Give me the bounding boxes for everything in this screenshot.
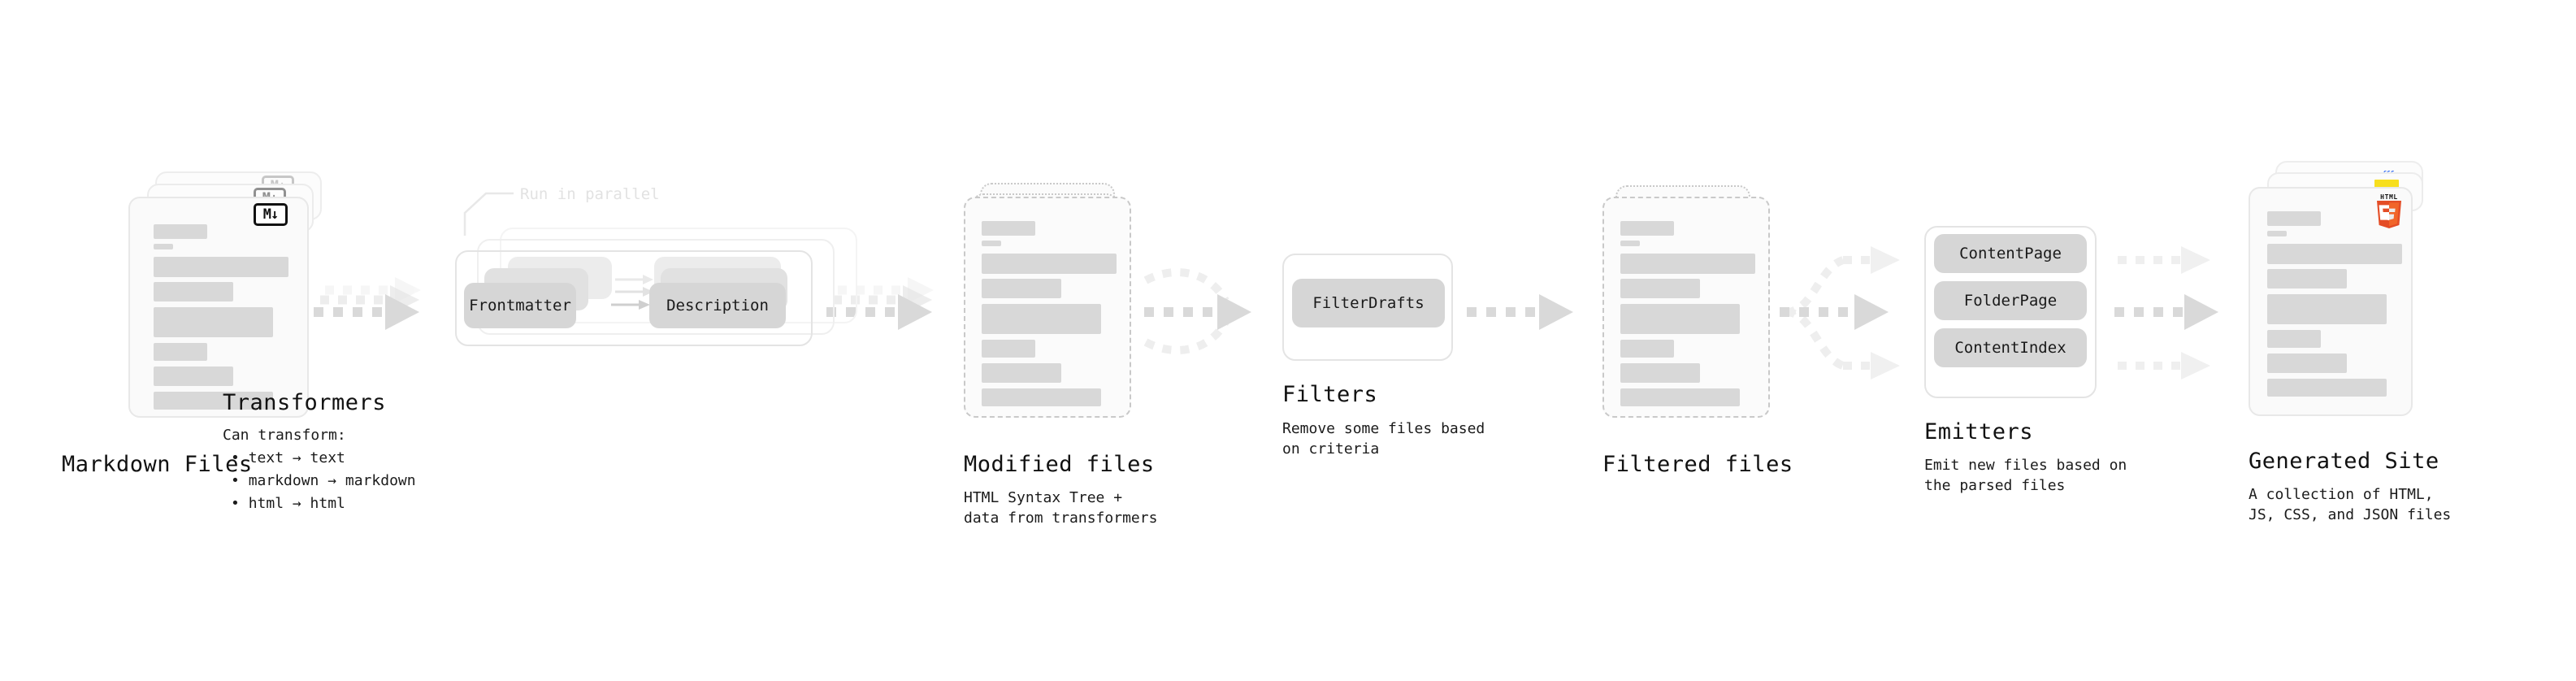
placeholder-bar (982, 221, 1035, 236)
modified-files-subtitle-line1: HTML Syntax Tree + (964, 489, 1123, 506)
transformers-bullet-list: • text → text • markdown → markdown • ht… (231, 447, 416, 515)
placeholder-bar (2267, 354, 2347, 373)
run-in-parallel-label: Run in parallel (520, 185, 660, 203)
modified-files-subtitle-line2: data from transformers (964, 510, 1158, 527)
placeholder-bar (982, 304, 1101, 334)
run-in-parallel-leader (463, 192, 514, 236)
markdown-badge: M↓ (254, 203, 288, 226)
placeholder-bar (2267, 294, 2387, 324)
stage-title-transformers-main: Transformers (223, 390, 387, 415)
filter-chip-filterdrafts[interactable]: FilterDrafts (1292, 279, 1445, 327)
stage-title-generated-site: Generated Site (2249, 449, 2439, 474)
placeholder-bar (1620, 388, 1740, 406)
arrow-filtered-to-emitters (1780, 246, 1900, 380)
placeholder-bar (154, 244, 173, 249)
placeholder-bar (154, 367, 233, 386)
arrow-markdown-to-transformers (314, 277, 421, 330)
list-item: • html → html (231, 495, 345, 512)
stage-title-markdown-files: Markdown Files (62, 452, 253, 477)
placeholder-bar (1620, 221, 1674, 236)
stage-title-filtered-files: Filtered files (1602, 452, 1793, 477)
emitters-subtitle-line2: the parsed files (1924, 477, 2066, 494)
placeholder-bar (154, 224, 207, 239)
placeholder-bar (154, 307, 273, 337)
generated-site-subtitle-line1: A collection of HTML, (2249, 486, 2434, 503)
placeholder-bar (1620, 363, 1700, 383)
placeholder-bar (982, 279, 1061, 298)
placeholder-bar (982, 363, 1061, 383)
transformer-chip-description[interactable]: Description (649, 283, 786, 328)
arrow-filters-to-filtered (1467, 294, 1573, 330)
transformers-subtitle-lead: Can transform: (223, 427, 346, 444)
placeholder-bar (1620, 241, 1640, 246)
emitters-subtitle-line1: Emit new files based on (1924, 457, 2127, 474)
filters-subtitle-line1: Remove some files based (1282, 420, 1485, 437)
placeholder-bar (2267, 379, 2387, 397)
placeholder-bar (1620, 304, 1740, 334)
placeholder-bar (2267, 244, 2402, 264)
placeholder-bar (2267, 231, 2287, 236)
placeholder-bar (154, 343, 207, 361)
emitter-chip-contentindex[interactable]: ContentIndex (1934, 328, 2087, 367)
placeholder-bar (2267, 330, 2321, 348)
arrow-transformers-to-modified (826, 277, 934, 330)
generated-site-subtitle-line2: JS, CSS, and JSON files (2249, 506, 2452, 523)
placeholder-bar (154, 282, 233, 301)
placeholder-bar (982, 241, 1001, 246)
transformer-panel-front (455, 250, 813, 346)
html5-icon-caption: HTML (2380, 193, 2398, 201)
arrow-emitters-to-site (2114, 246, 2218, 380)
placeholder-bar (1620, 254, 1755, 274)
placeholder-bar (154, 392, 273, 410)
placeholder-bar (1620, 340, 1674, 358)
emitter-chip-contentpage[interactable]: ContentPage (1934, 234, 2087, 273)
filters-subtitle-line2: on criteria (1282, 440, 1380, 458)
list-item: • markdown → markdown (231, 472, 416, 489)
stage-title-emitters: Emitters (1924, 419, 2034, 445)
placeholder-bar (982, 388, 1101, 406)
arrow-modified-to-filters (1143, 268, 1251, 354)
placeholder-bar (1620, 279, 1700, 298)
html5-icon: HTML (2374, 193, 2404, 229)
placeholder-bar (982, 254, 1117, 274)
stage-title-filters: Filters (1282, 382, 1378, 407)
emitter-chip-folderpage[interactable]: FolderPage (1934, 281, 2087, 320)
placeholder-bar (2267, 211, 2321, 226)
placeholder-bar (154, 257, 288, 277)
placeholder-bar (982, 340, 1035, 358)
placeholder-bar (2267, 269, 2347, 288)
stage-title-modified-files: Modified files (964, 452, 1155, 477)
transformer-chip-frontmatter[interactable]: Frontmatter (464, 283, 576, 328)
list-item: • text → text (231, 449, 345, 466)
